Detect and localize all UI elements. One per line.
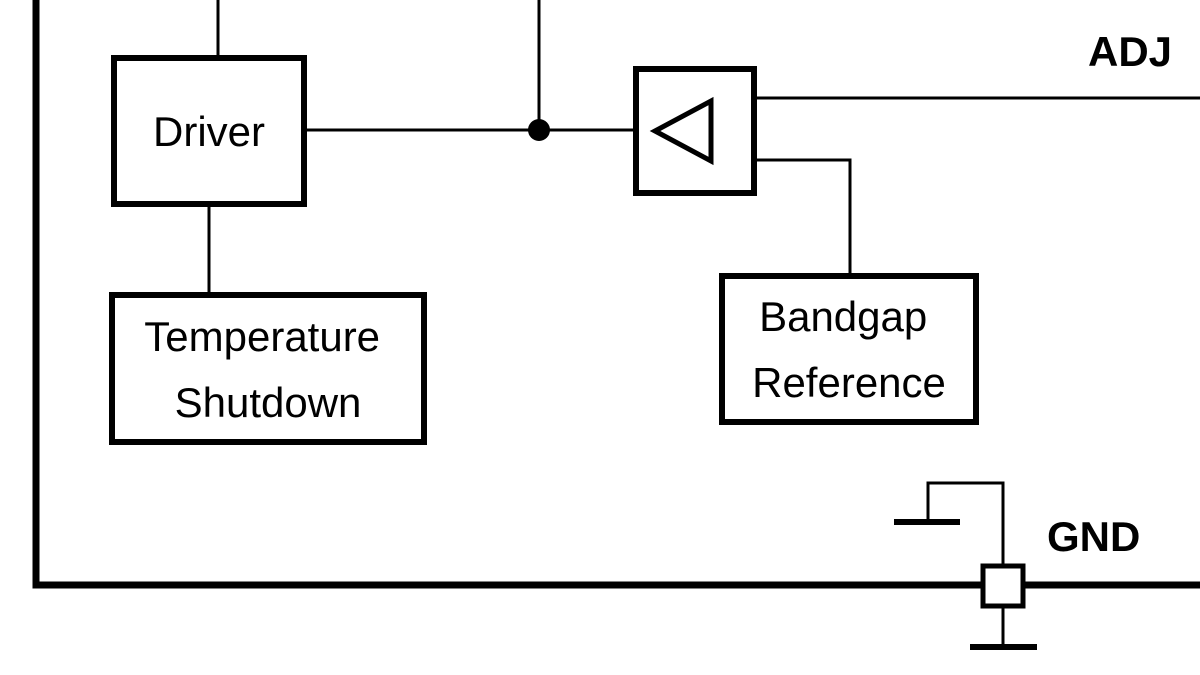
gnd-pin [970, 563, 1037, 650]
bandgap-reference-block [719, 273, 979, 425]
ground-icon [894, 481, 1005, 566]
ic-boundary [32, 0, 1200, 589]
junction-dot-icon [528, 119, 550, 141]
bandgap-reference-label: Bandgap Reference [752, 293, 946, 406]
bandgap-reference-line-1: Bandgap [759, 293, 927, 340]
temperature-shutdown-label: Temperature Shutdown [144, 313, 391, 426]
gnd-pin-pad [980, 563, 1026, 609]
adj-pin-label: ADJ [1088, 28, 1172, 75]
temperature-shutdown-line-1: Temperature [144, 313, 380, 360]
bandgap-to-amplifier-wire [754, 158, 852, 276]
driver-block [111, 55, 307, 207]
triangle-amplifier-icon [649, 96, 714, 166]
amplifier-block [633, 66, 757, 196]
temperature-shutdown-line-2: Shutdown [175, 379, 362, 426]
gnd-pin-label: GND [1047, 513, 1140, 560]
bandgap-reference-line-2: Reference [752, 359, 946, 406]
temperature-shutdown-block [109, 292, 427, 445]
driver-label: Driver [153, 108, 265, 155]
